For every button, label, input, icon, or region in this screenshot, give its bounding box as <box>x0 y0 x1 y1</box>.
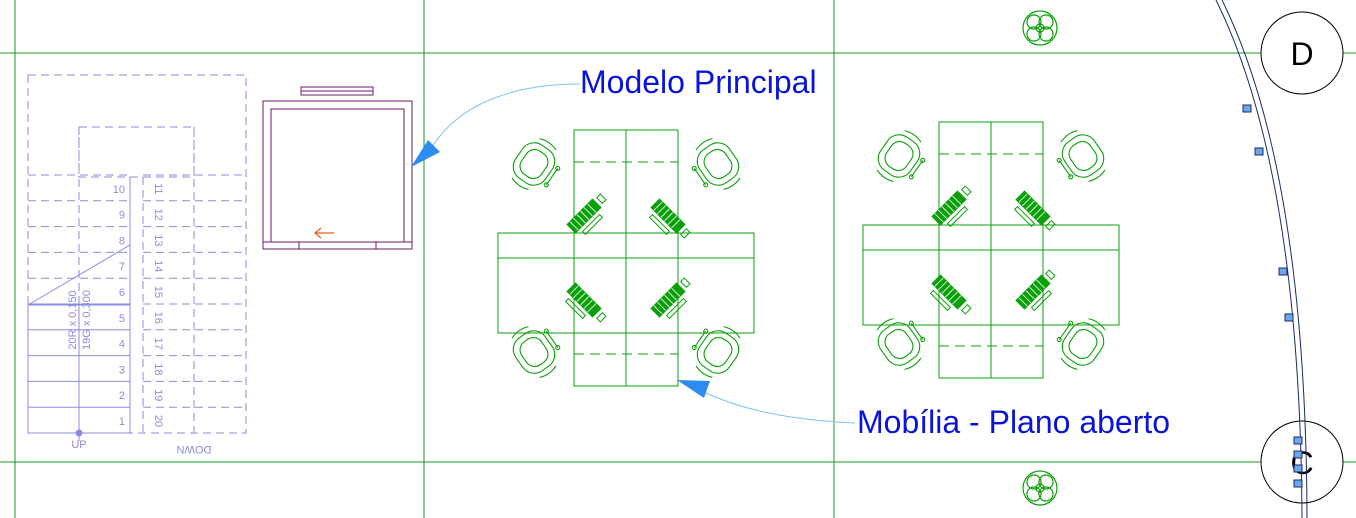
office-chair <box>876 318 926 370</box>
stair-step-number: 3 <box>119 364 125 376</box>
stair-step-number: 9 <box>119 210 125 222</box>
office-chair <box>511 138 561 190</box>
stair-treads <box>28 174 246 408</box>
office-chair <box>691 326 741 378</box>
stair-step-number: 12 <box>152 208 164 220</box>
tree-bottom <box>1022 470 1058 506</box>
stair-step-number: 1 <box>119 416 125 428</box>
stair-step-number: 16 <box>152 312 164 324</box>
workstation-cluster-right[interactable] <box>862 121 1120 379</box>
stair-plan <box>27 74 247 441</box>
stair-step-number: 5 <box>119 313 125 325</box>
computer-workstation <box>1013 190 1056 231</box>
stair-step-number: 20 <box>152 415 164 427</box>
office-chair <box>876 130 926 182</box>
stair-step-number: 7 <box>119 261 125 273</box>
office-chair <box>1056 318 1106 370</box>
leader-furniture-arrowhead <box>677 380 710 398</box>
stair-left-numbers: 1 2 3 4 5 6 7 8 9 10 <box>113 184 125 428</box>
computer-workstation <box>929 274 972 315</box>
tree-top <box>1022 10 1058 46</box>
curved-facade <box>1215 0 1308 518</box>
office-chair <box>1056 130 1106 182</box>
elevator[interactable] <box>262 86 413 250</box>
stair-step-number: 18 <box>152 363 164 375</box>
stair-step-number: 2 <box>119 390 125 402</box>
computer-workstation <box>648 198 691 239</box>
annotation-main-model[interactable]: Modelo Principal <box>580 64 817 100</box>
stair-step-number: 8 <box>119 235 125 247</box>
leader-furniture <box>677 380 856 424</box>
stair-step-number: 17 <box>152 337 164 349</box>
grid-bubble-d-label: D <box>1290 36 1313 72</box>
computer-workstation <box>566 193 607 236</box>
computer-workstation <box>931 185 972 228</box>
computer-workstation <box>1015 269 1056 312</box>
stair-step-number: 13 <box>152 234 164 246</box>
stair-spec-2: 19G x 0,300 <box>81 290 93 350</box>
grid-bubble-c[interactable]: C <box>1260 420 1344 504</box>
stair-step-number: 4 <box>119 339 125 351</box>
computer-workstation <box>564 282 607 323</box>
stair-right-numbers: 20 19 18 17 16 15 14 13 12 11 <box>152 183 164 427</box>
office-chair <box>511 326 561 378</box>
stair-spec-1: 20R x 0,150 <box>67 290 79 349</box>
computer-workstation <box>650 277 691 320</box>
annotation-furniture[interactable]: Mobília - Plano aberto <box>857 404 1171 440</box>
stair-up-label: UP <box>71 439 86 451</box>
grid-bubble-c-label: C <box>1290 445 1313 481</box>
grid-bubble-d[interactable]: D <box>1260 11 1344 95</box>
elevator-door-arrow <box>314 227 334 239</box>
stair-step-number: 11 <box>152 183 164 194</box>
leader-main-model <box>411 83 581 167</box>
workstation-cluster-left[interactable] <box>497 129 755 387</box>
stair-down-label: DOWN <box>177 443 212 455</box>
stair-step-number: 14 <box>152 260 164 272</box>
office-chair <box>691 138 741 190</box>
leader-main-model-arrowhead <box>411 140 440 167</box>
stair-step-number: 15 <box>152 286 164 298</box>
stair-labels: UP DOWN 20R x 0,150 19G x 0,300 12345678… <box>67 183 211 455</box>
stair-step-number: 19 <box>152 389 164 401</box>
stair-step-number: 6 <box>119 287 125 299</box>
stair-step-number: 10 <box>113 184 125 196</box>
